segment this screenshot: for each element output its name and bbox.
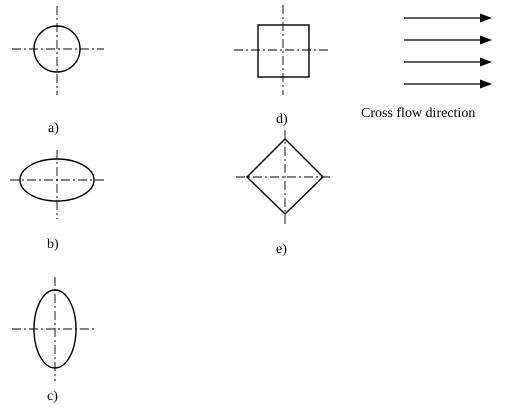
flow-arrow-3 (404, 57, 492, 67)
label-c: c) (47, 389, 58, 404)
flow-arrow-4 (404, 79, 492, 89)
label-a: a) (48, 121, 59, 136)
diamond-outline (246, 138, 324, 215)
flow-direction-label: Cross flow direction (361, 106, 475, 121)
flow-arrow-1 (404, 13, 492, 23)
flow-arrows (404, 13, 492, 89)
shape-e-diamond (236, 130, 332, 225)
label-d: d) (276, 112, 288, 127)
flow-arrow-2 (404, 35, 492, 45)
label-b: b) (47, 237, 59, 252)
shape-b-horizontal-ellipse (10, 150, 104, 219)
shape-a-circle (12, 6, 104, 95)
horizontal-ellipse-outline (19, 158, 95, 202)
circle-outline (33, 25, 81, 73)
label-e: e) (276, 242, 287, 257)
square-outline (257, 24, 310, 78)
shape-d-square (234, 5, 330, 95)
shape-c-vertical-ellipse (12, 277, 96, 381)
vertical-ellipse-outline (33, 289, 77, 369)
